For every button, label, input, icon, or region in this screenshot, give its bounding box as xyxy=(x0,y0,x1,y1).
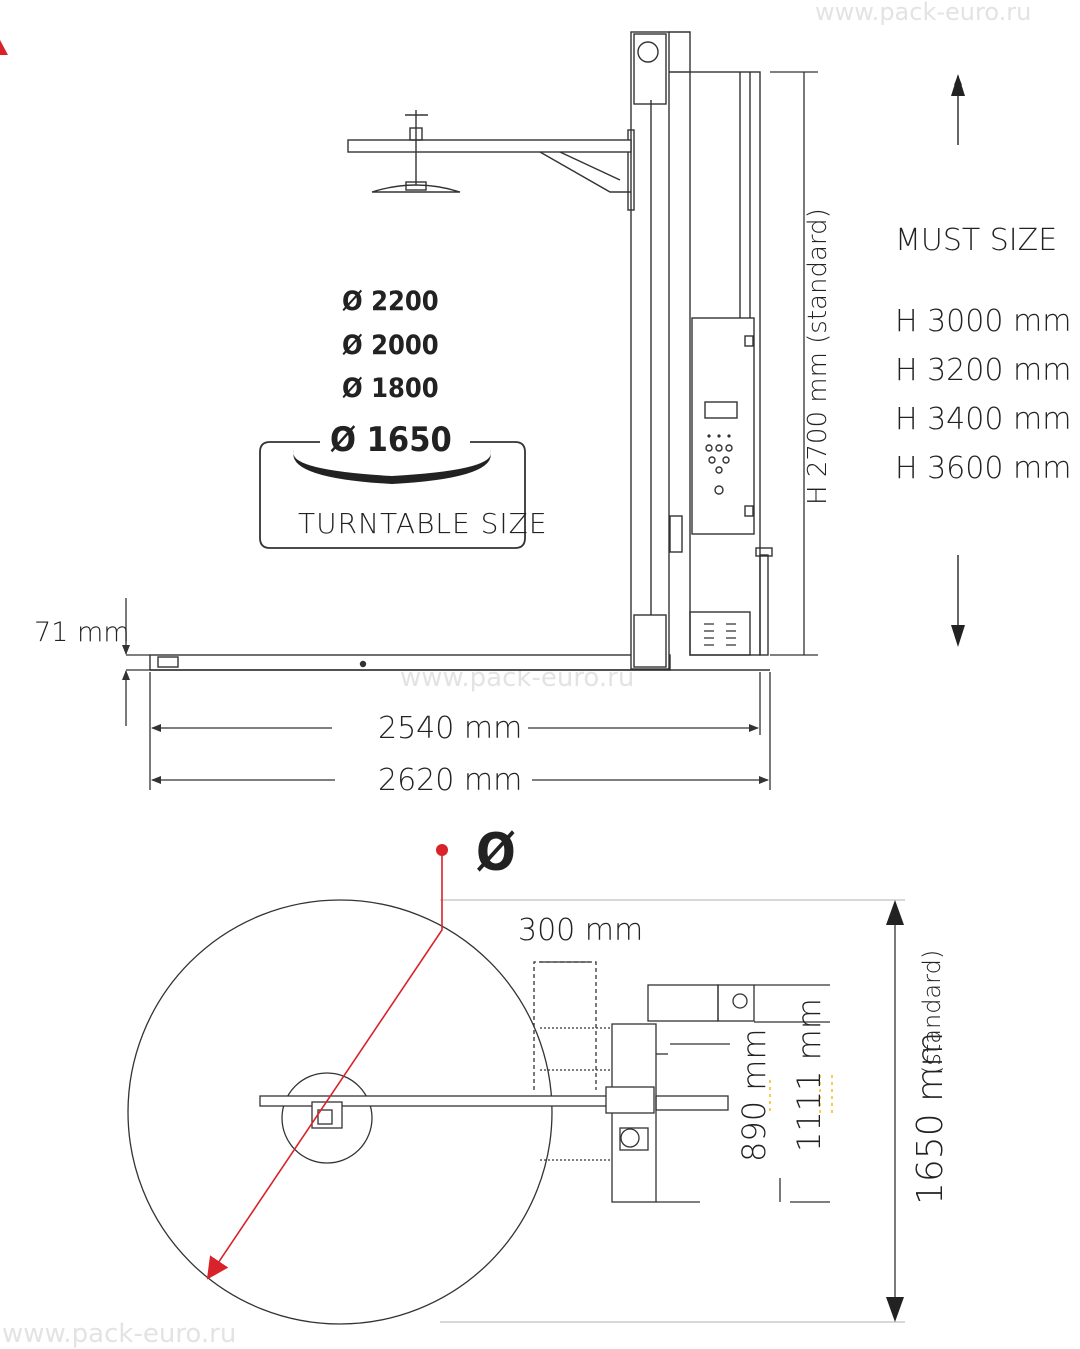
turntable-size-highlight: Ø 1650 xyxy=(330,420,452,460)
diameter-indicator: Ø xyxy=(206,823,516,1280)
side-dimensions xyxy=(122,71,818,790)
motor-wheel xyxy=(637,41,659,63)
turntable-size-3: Ø 1800 xyxy=(342,373,439,404)
turntable-frame xyxy=(259,441,526,549)
turntable-size-2: Ø 2000 xyxy=(342,330,439,361)
depth-a-label: 890 mm xyxy=(735,1028,773,1162)
mast-foot xyxy=(633,614,667,668)
gap-bracket xyxy=(533,961,597,1090)
diameter-dot xyxy=(436,844,448,856)
must-size-title: MUST SIZE xyxy=(895,223,1057,258)
yellow-ticks xyxy=(769,1075,833,1115)
mast-height-label: H 2700 mm (standard) xyxy=(803,208,833,505)
motor-top xyxy=(647,984,719,1022)
press-arm xyxy=(347,139,632,153)
arm-brace xyxy=(539,151,631,193)
platform-height-label: 71 mm xyxy=(34,617,130,648)
watermark-bottom: www.pack-euro.ru xyxy=(2,1319,236,1349)
turntable-swoosh xyxy=(293,450,491,484)
motor-unit xyxy=(633,33,667,105)
press-plate xyxy=(371,184,461,193)
length-inner-label: 2540 mm xyxy=(378,711,522,746)
must-size-1: H 3000 mm xyxy=(895,304,1071,339)
must-size-4: H 3600 mm xyxy=(895,451,1071,486)
total-depth-note: (standard) xyxy=(918,950,946,1075)
total-depth-label: 1650 mm xyxy=(910,1032,951,1205)
must-size-block: MUST SIZE H 3000 mm H 3200 mm H 3400 mm … xyxy=(895,74,1071,647)
gap-label: 300 mm xyxy=(518,913,643,948)
top-dimensions xyxy=(440,899,905,1323)
panel-buttons xyxy=(705,434,733,495)
platform-bolt xyxy=(359,660,367,668)
base-platform xyxy=(149,654,671,671)
turntable-caption: TURNTABLE SIZE xyxy=(298,507,548,540)
side-view xyxy=(149,31,773,671)
watermark-top: www.pack-euro.ru xyxy=(815,0,1031,26)
depth-b-label: 1111 mm xyxy=(790,998,828,1152)
diameter-leader xyxy=(206,856,443,1280)
control-panel xyxy=(691,317,755,535)
panel-display xyxy=(704,401,738,419)
diameter-symbol: Ø xyxy=(476,823,516,883)
turntable-size-block: Ø 2200 Ø 2000 Ø 1800 Ø 1650 TURNTABLE SI… xyxy=(259,286,548,549)
carriage-housing xyxy=(689,71,761,656)
red-corner-mark xyxy=(0,40,8,55)
turntable-size-1: Ø 2200 xyxy=(342,286,439,317)
vent-slots xyxy=(704,623,736,646)
vent-box xyxy=(689,611,751,656)
platform-end-block xyxy=(157,656,179,668)
side-post xyxy=(759,554,769,656)
mast-column xyxy=(630,31,670,670)
top-view xyxy=(127,899,830,1325)
must-size-2: H 3200 mm xyxy=(895,353,1071,388)
turntable-hub xyxy=(281,1072,373,1164)
length-outer-label: 2620 mm xyxy=(378,763,522,798)
must-size-3: H 3400 mm xyxy=(895,402,1071,437)
